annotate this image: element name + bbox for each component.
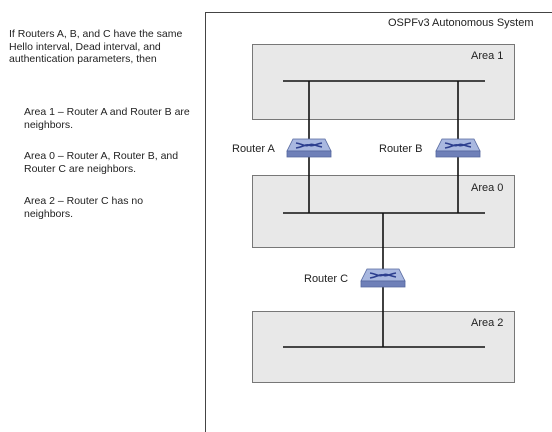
router-a-label: Router A xyxy=(232,143,275,155)
router-b-icon xyxy=(435,138,481,158)
system-title: OSPFv3 Autonomous System xyxy=(388,17,534,29)
router-a-icon xyxy=(286,138,332,158)
router-c-icon xyxy=(360,268,406,288)
network-links xyxy=(283,80,485,348)
result-area0: Area 0 – Router A, Router B, and Router … xyxy=(24,150,179,175)
router-b-label: Router B xyxy=(379,143,423,155)
result-area1: Area 1 – Router A and Router B are neigh… xyxy=(24,106,190,131)
area-2-label: Area 2 xyxy=(471,317,504,329)
autonomous-system-frame xyxy=(205,12,552,432)
area-1-label: Area 1 xyxy=(471,50,504,62)
router-c-label: Router C xyxy=(304,273,349,285)
area-0-label: Area 0 xyxy=(471,182,504,194)
area-1-box xyxy=(252,44,515,120)
result-area2: Area 2 – Router C has no neighbors. xyxy=(24,195,144,220)
intro-text: If Routers A, B, and C have the same Hel… xyxy=(9,28,183,65)
